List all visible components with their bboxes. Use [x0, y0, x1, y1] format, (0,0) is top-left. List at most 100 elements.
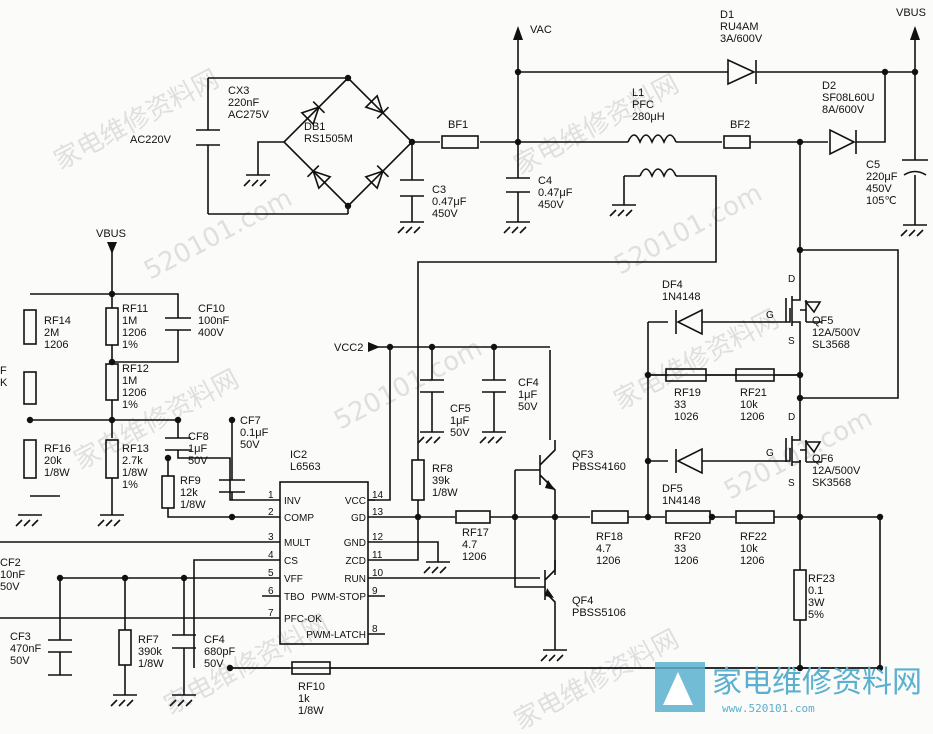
part-label-line: 50V [240, 439, 260, 451]
part-label-line: DB1 [304, 121, 325, 133]
part-label-line: 1206 [740, 555, 764, 567]
part-label-line: 450V [432, 208, 458, 220]
part-label-line: 1/8W [44, 467, 70, 479]
part-label-line: QF3 [572, 449, 593, 461]
part-label-line: RU4AM [720, 21, 759, 33]
ic2-pin-name: PFC-OK [284, 614, 322, 625]
part-label-line: 50V [450, 427, 470, 439]
part-label-line: 1% [122, 479, 138, 491]
part-label-line: QF5 [812, 315, 833, 327]
part-label-line: 1M [122, 375, 137, 387]
part-label-line: RF14 [44, 315, 71, 327]
part-label-line: 50V [10, 655, 30, 667]
ic2-pin-name: VCC [345, 496, 366, 507]
ic2-pin-number: 2 [268, 507, 274, 518]
part-label-line: 1206 [740, 411, 764, 423]
part-label-line: RF16 [44, 443, 71, 455]
part-label-line: 400V [198, 327, 224, 339]
qf5-source-label: S [788, 336, 795, 347]
part-label-line: 50V [0, 581, 20, 593]
ac-input-label: AC220V [130, 134, 172, 146]
qf5-gate-label: G [766, 310, 774, 321]
part-label-line: 220nF [228, 97, 259, 109]
part-label-line: RF18 [596, 531, 623, 543]
ic2-pin-number: 6 [268, 586, 274, 597]
ic2-pin-name: PWM-STOP [311, 592, 366, 603]
part-label-line: SK3568 [812, 477, 851, 489]
part-label-line: PBSS5106 [572, 607, 626, 619]
net-arrows [107, 26, 920, 352]
part-label-line: RF9 [180, 475, 201, 487]
ic2-body [262, 481, 385, 645]
part-label-line: 1μF [188, 443, 207, 455]
part-label-line: RF20 [674, 531, 701, 543]
part-label-line: 450V [866, 183, 892, 195]
part-label-line: 1/8W [432, 487, 458, 499]
net-label-vbus-top: VBUS [896, 7, 926, 19]
part-label-line: SF08L60U [822, 92, 875, 104]
part-label-line: 105℃ [866, 195, 897, 207]
part-label-line: RF22 [740, 531, 767, 543]
ground-symbols [15, 174, 927, 707]
part-label-line: IC2 [290, 449, 307, 461]
part-label-line: 39k [432, 475, 450, 487]
part-label-line: RF11 [122, 303, 148, 315]
net-label-vcc2: VCC2 [334, 342, 363, 354]
ic2-pin-name: TBO [284, 592, 305, 603]
part-label-line: 12k [180, 487, 198, 499]
part-label-line: 1/8W [122, 467, 148, 479]
part-label-line: 1206 [44, 339, 68, 351]
part-label-line: CF7 [240, 415, 261, 427]
ic2-pin-number: 1 [268, 490, 274, 501]
part-label-line: RF17 [462, 527, 489, 539]
part-label-line: DF5 [662, 483, 683, 495]
part-label-line: SL3568 [812, 339, 850, 351]
mosfet-symbols [785, 290, 822, 466]
part-label-line: 450V [538, 199, 564, 211]
part-label-line: PBSS4160 [572, 461, 626, 473]
part-label-line: D2 [822, 80, 836, 92]
part-label-line: QF4 [572, 595, 593, 607]
part-label-line: 33 [674, 543, 686, 555]
part-label-line: F [0, 365, 7, 377]
part-label-line: 3A/600V [720, 33, 763, 45]
part-label-line: 0.47μF [538, 187, 573, 199]
part-label-line: 0.1μF [240, 427, 269, 439]
part-label-line: 1206 [596, 555, 620, 567]
part-label-line: CF2 [0, 557, 21, 569]
part-label-line: PFC [632, 99, 654, 111]
ic2-pin-number: 8 [372, 624, 378, 635]
part-label-line: RF19 [674, 387, 701, 399]
part-label-line: 1% [122, 339, 138, 351]
part-label-line: RF23 [808, 573, 835, 585]
ic2-pin-number: 9 [372, 586, 378, 597]
part-label-line: 220μF [866, 171, 898, 183]
inductor-l1 [627, 134, 677, 179]
ic2-pin-name: COMP [284, 513, 314, 524]
ic2-pin-number: 11 [372, 550, 383, 561]
ic2-pin-number: 10 [372, 568, 384, 579]
part-label-line: 1/8W [138, 658, 164, 670]
part-label-line: CF4 [518, 377, 539, 389]
part-label-bf2: BF2 [730, 119, 750, 131]
